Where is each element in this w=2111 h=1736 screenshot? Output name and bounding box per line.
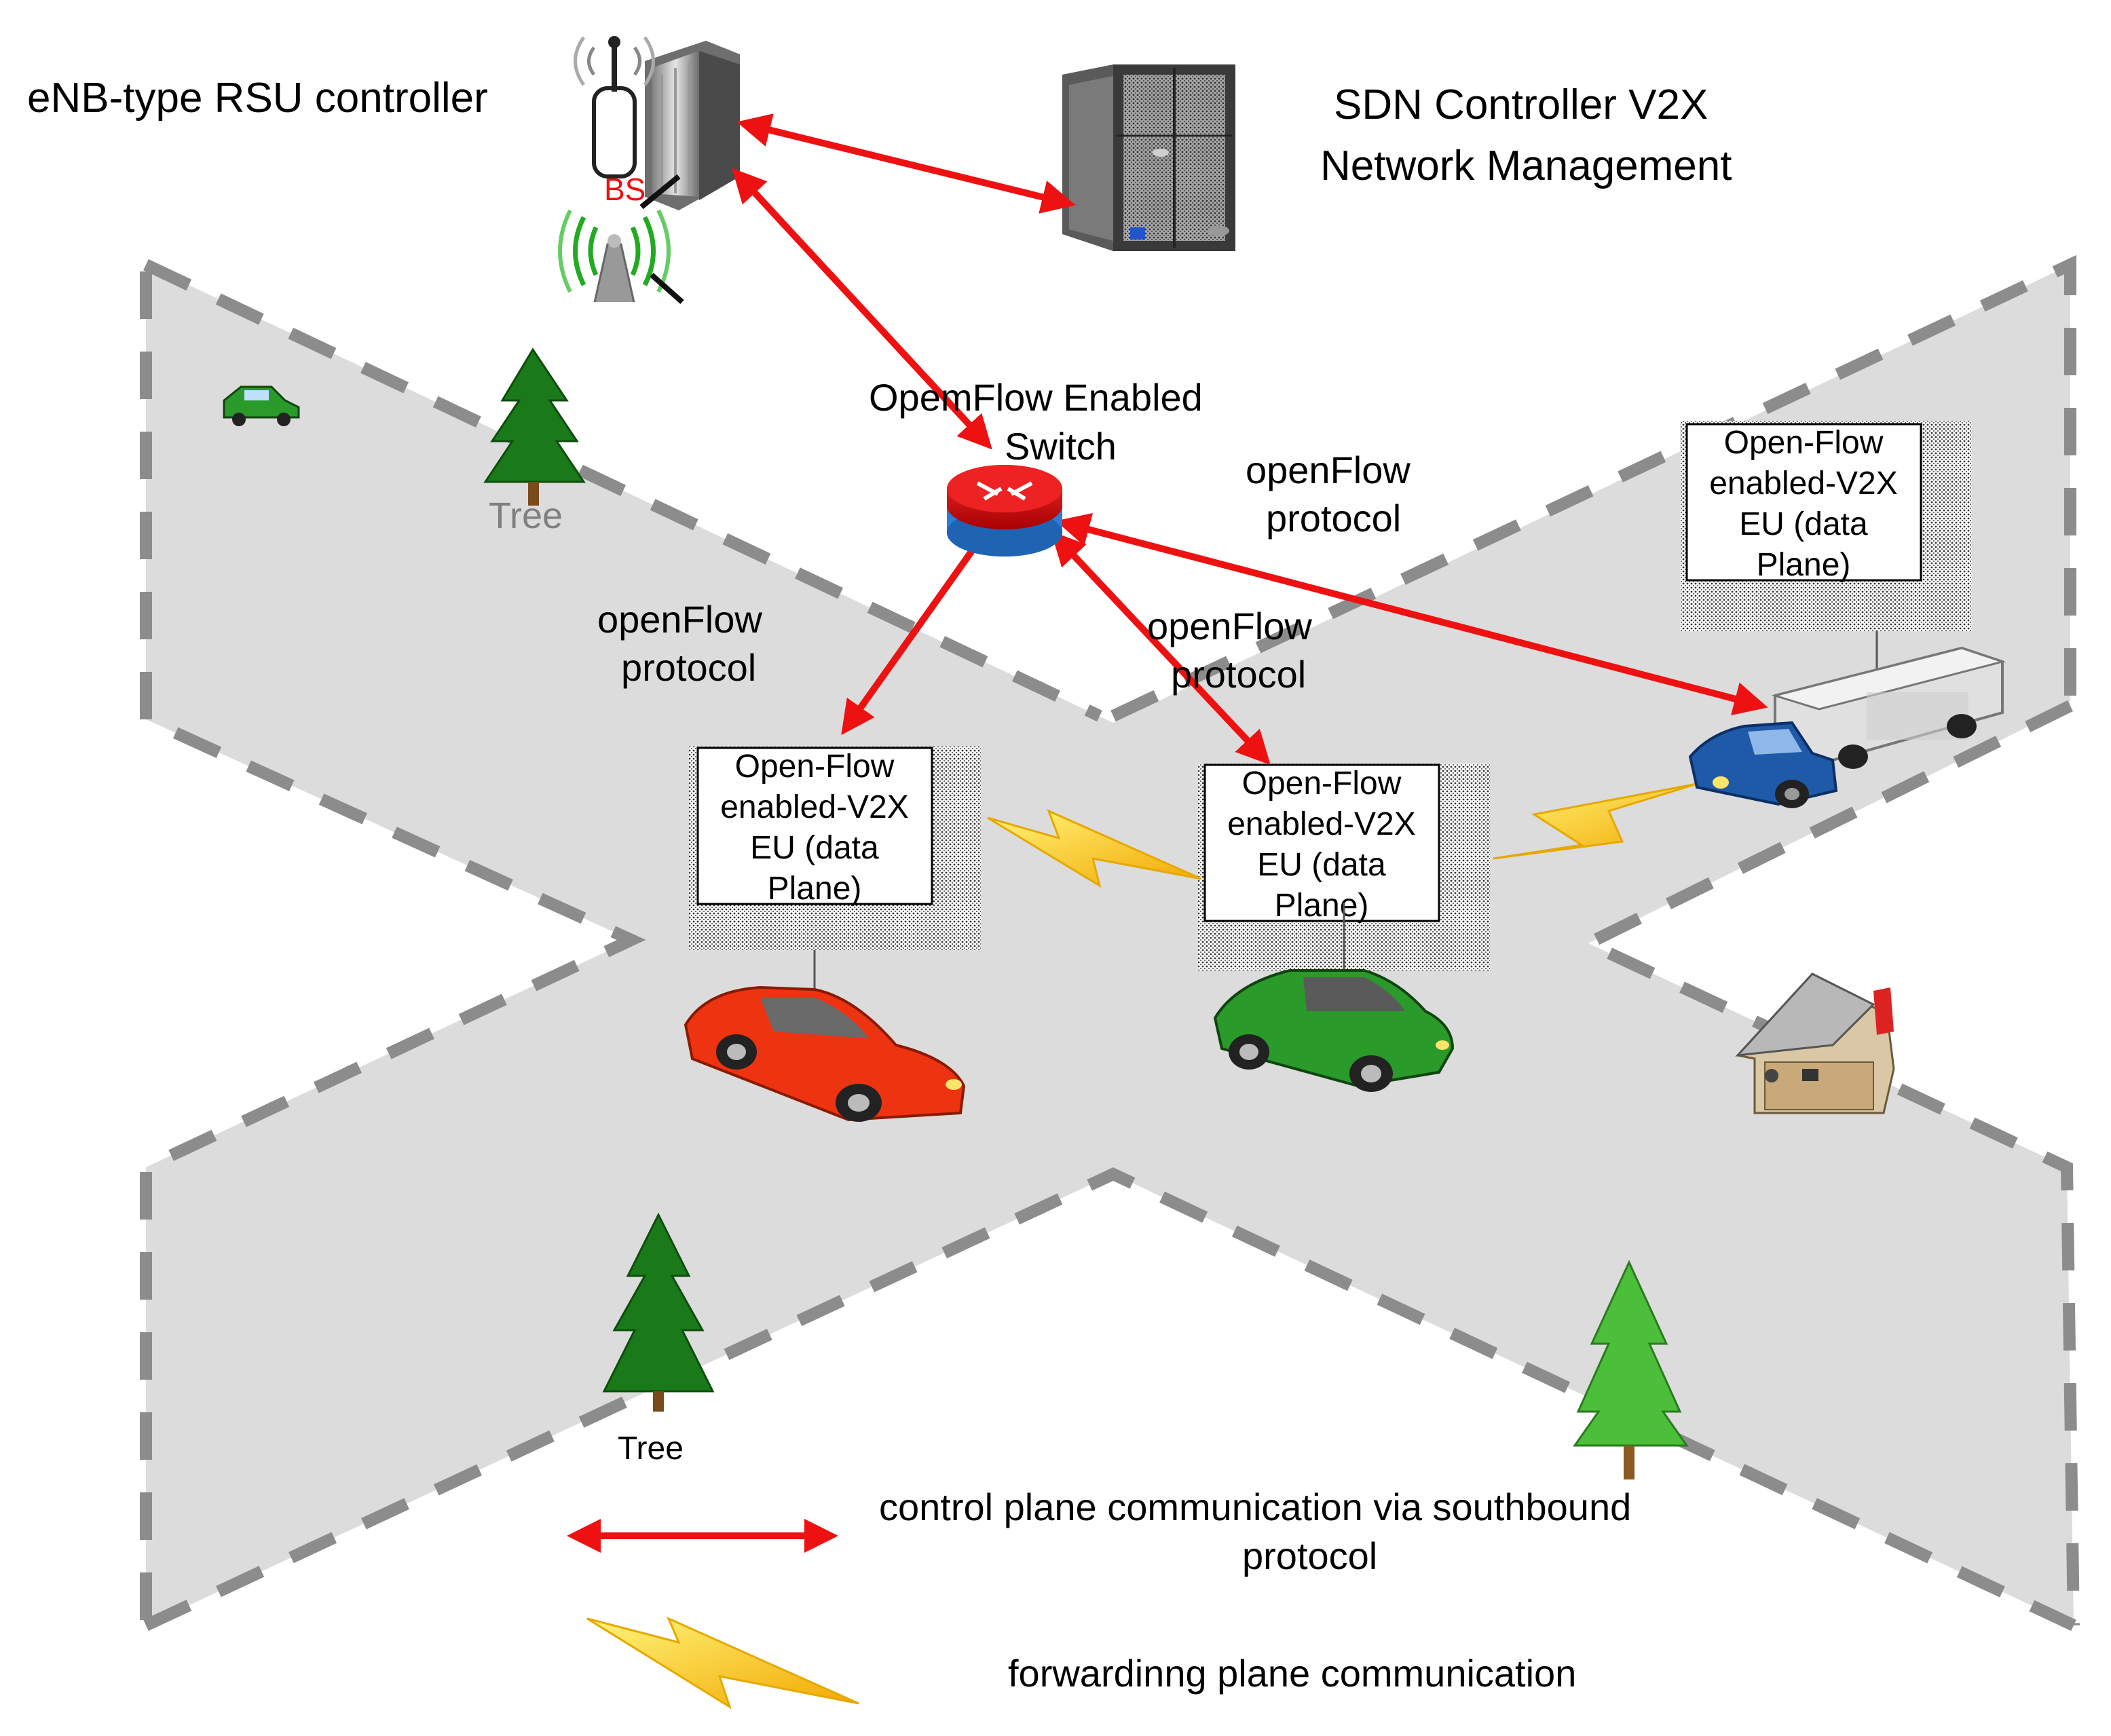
sdn-title-line1: SDN Controller V2X — [1334, 81, 1708, 128]
eu-right-line2: enabled-V2X — [1709, 466, 1898, 502]
protocol-label-right-2: protocol — [1266, 497, 1401, 540]
tree-icon — [483, 347, 586, 506]
protocol-label-center-1: openFlow — [1147, 605, 1312, 647]
tree-icon — [602, 1212, 715, 1412]
openflow-switch-icon — [947, 465, 1062, 556]
tree-icon — [1573, 1260, 1689, 1479]
radio-tower-icon — [543, 209, 684, 310]
lightning-bolt-icon — [987, 809, 1202, 888]
server-icon — [1062, 64, 1235, 251]
small-car-icon — [223, 385, 300, 426]
eu-right-line4: Plane) — [1757, 547, 1851, 583]
switch-label-line2: Switch — [1005, 425, 1117, 468]
eu-box-left: Open-Flow enabled-V2X EU (data Plane) — [689, 747, 981, 998]
house-icon — [1735, 973, 1895, 1114]
sdn-title-line2: Network Management — [1320, 143, 1732, 189]
legend-forwarding-label: forwardinng plane communication — [1008, 1652, 1576, 1695]
red-car-icon — [684, 985, 966, 1122]
eu-left-line4: Plane) — [768, 871, 862, 907]
protocol-label-left-2: protocol — [621, 646, 756, 689]
eu-right-line1: Open-Flow — [1724, 425, 1884, 461]
eu-center-line3: EU (data — [1257, 847, 1386, 883]
arrow-switch-left-eu — [841, 517, 998, 736]
legend-control-line1: control plane communication via southbou… — [879, 1486, 1631, 1528]
antenna-icon — [574, 36, 655, 178]
road-edge-left — [140, 271, 646, 1625]
road-edge-lower — [143, 1167, 2076, 1631]
server-tower-icon — [645, 41, 740, 210]
eu-left-line1: Open-Flow — [735, 749, 895, 785]
rsu-controller-label: eNB-type RSU controller — [27, 75, 488, 121]
tree-label-top: Tree — [489, 495, 563, 536]
protocol-label-center-2: protocol — [1171, 653, 1306, 696]
switch-label-line1: OpemFlow Enabled — [869, 376, 1203, 419]
arrow-rsu-switch — [732, 168, 992, 450]
legend: control plane communication via southbou… — [567, 1486, 1631, 1710]
legend-lightning-icon — [586, 1617, 859, 1710]
arrow-rsu-sdn — [736, 113, 1076, 214]
legend-control-line2: protocol — [1242, 1534, 1377, 1577]
green-car-icon — [1213, 969, 1455, 1092]
control-plane-arrows — [732, 113, 1768, 766]
eu-left-line3: EU (data — [750, 830, 879, 866]
tree-label-bottom: Tree — [618, 1431, 684, 1467]
truck-icon — [1688, 646, 2006, 808]
protocol-label-left-1: openFlow — [597, 598, 762, 641]
sdn-controller: SDN Controller V2X Network Management — [1062, 64, 1732, 251]
eu-box-right: Open-Flow enabled-V2X EU (data Plane) — [1680, 421, 1972, 668]
eu-center-line1: Open-Flow — [1242, 766, 1402, 801]
rsu-controller: BS eNB-type RSU controller — [27, 36, 740, 310]
eu-box-center: Open-Flow enabled-V2X EU (data Plane) — [1198, 763, 1490, 977]
arrow-switch-truck — [1056, 512, 1768, 716]
eu-center-line4: Plane) — [1275, 888, 1369, 924]
protocol-label-right-1: openFlow — [1246, 449, 1411, 491]
road-edge-upper-left — [143, 259, 1102, 722]
eu-left-line2: enabled-V2X — [720, 789, 909, 825]
eu-right-line3: EU (data — [1739, 506, 1868, 542]
eu-center-line2: enabled-V2X — [1227, 806, 1416, 842]
bs-label: BS — [604, 172, 646, 207]
